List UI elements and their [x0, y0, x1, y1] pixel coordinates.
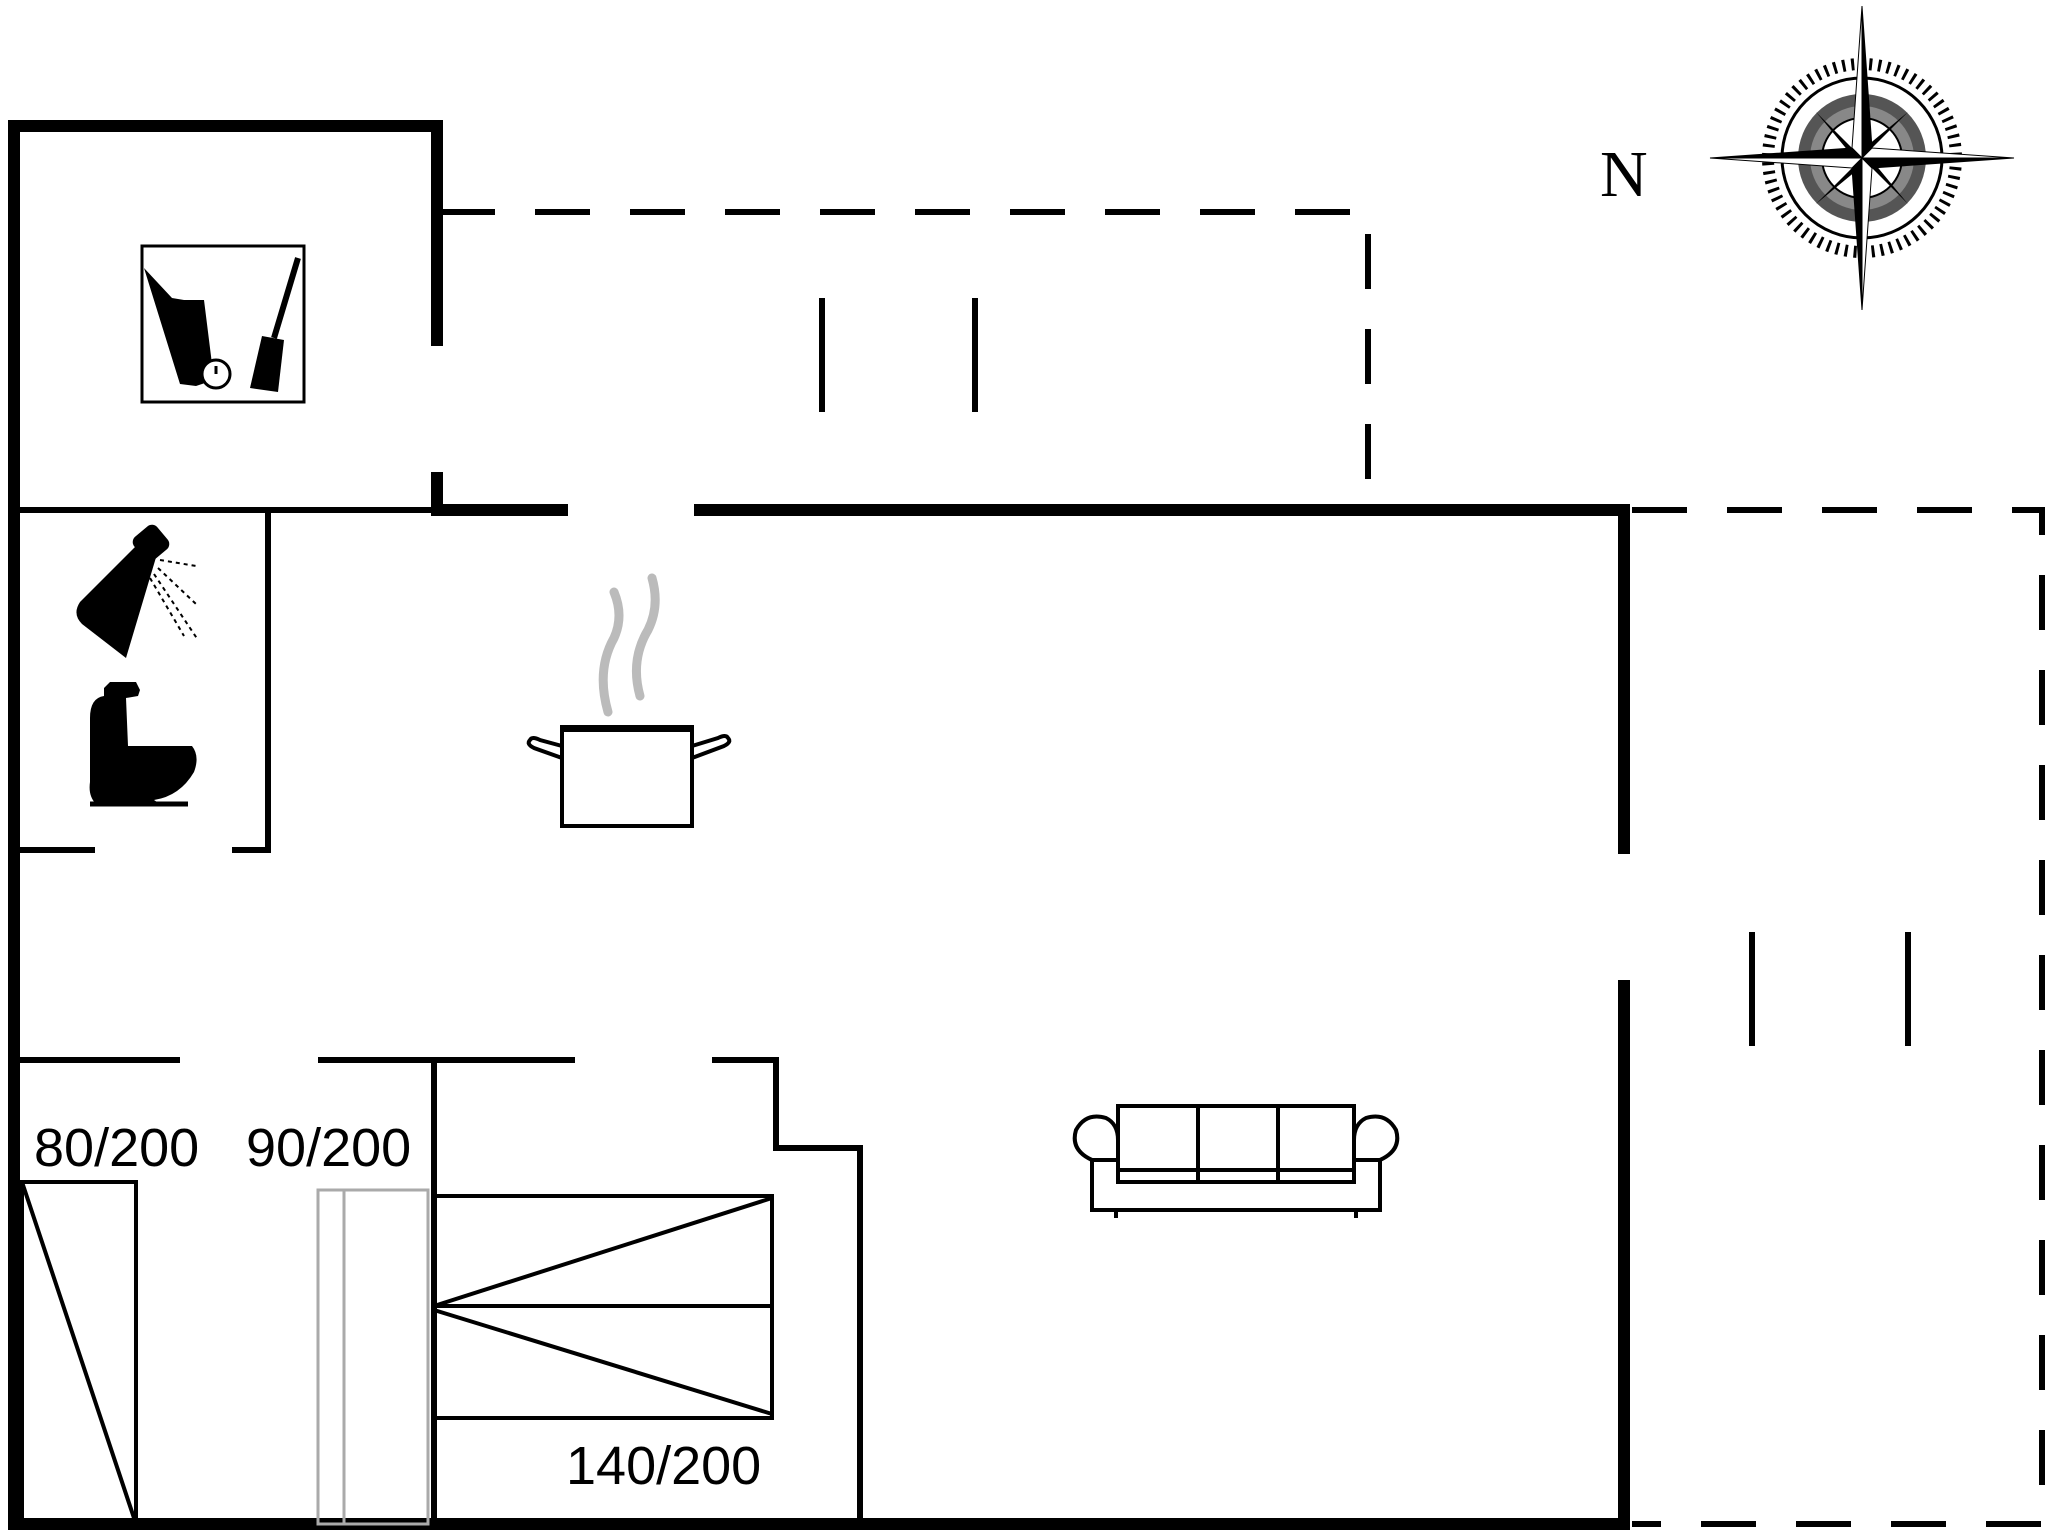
walls	[8, 120, 1630, 1530]
bed-label-single-small: 80/200	[34, 1118, 199, 1178]
shower-icon	[76, 524, 199, 658]
bed-single-small	[20, 1180, 138, 1526]
bed-double	[432, 1194, 774, 1420]
wall-outer-west	[8, 120, 443, 1530]
compass-rose-icon	[1709, 5, 2015, 311]
toilet-icon	[89, 682, 197, 807]
bed-label-double: 140/200	[566, 1436, 761, 1496]
deck-marks	[819, 298, 1911, 1046]
wall-bathroom	[232, 510, 271, 853]
terraces	[440, 209, 2045, 1527]
wall-bedroom-step	[712, 1057, 863, 1524]
terrace-east	[1632, 507, 2045, 1527]
wall-storage-jamb	[431, 472, 568, 516]
cooking-pot-icon	[526, 573, 732, 828]
wall-north-main	[694, 504, 1630, 854]
north-label: N	[1600, 138, 1648, 211]
tools-storage-icon	[140, 244, 306, 404]
bed-label-single: 90/200	[246, 1118, 411, 1178]
terrace-north	[440, 209, 1371, 500]
sofa-icon	[1072, 1104, 1400, 1218]
interior-walls	[14, 507, 863, 1524]
bed-labels: 80/200 90/200 140/200	[34, 1118, 761, 1496]
bed-single	[316, 1188, 430, 1526]
